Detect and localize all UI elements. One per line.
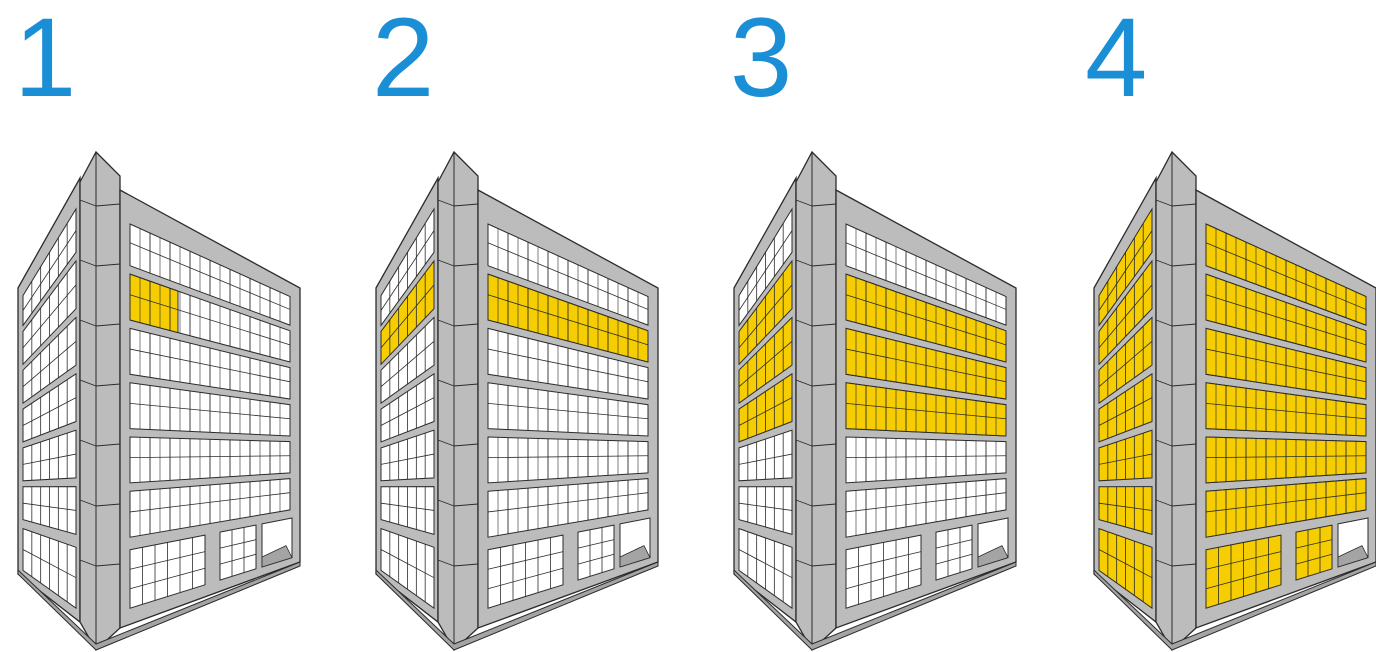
corner-column — [80, 152, 120, 650]
building-3 — [734, 152, 1016, 650]
building-4 — [1094, 152, 1376, 650]
corner-column — [438, 152, 478, 650]
building-2 — [376, 152, 658, 650]
corner-column — [796, 152, 836, 650]
building-1 — [18, 152, 300, 650]
corner-column — [1156, 152, 1196, 650]
